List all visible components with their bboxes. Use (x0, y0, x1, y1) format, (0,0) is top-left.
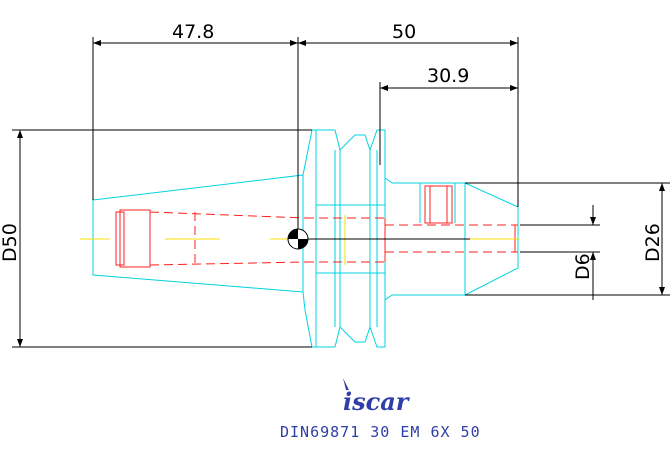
dim-length-right: 50 (392, 21, 416, 43)
dim-length-inner: 30.9 (427, 65, 469, 87)
centerline (80, 215, 520, 265)
hidden-lines (115, 209, 518, 268)
gauge-point-marker (287, 228, 309, 250)
dim-diameter-flange: D50 (0, 223, 21, 262)
brand-logo-text: iscar (343, 387, 411, 416)
dim-diameter-nose: D26 (642, 223, 664, 262)
dimension-lines (12, 37, 670, 348)
part-designation: DIN69871 30 EM 6X 50 (280, 423, 481, 441)
dim-length-left: 47.8 (172, 21, 214, 43)
dim-diameter-bore: D6 (572, 253, 594, 280)
brand-logo: iscar (343, 378, 411, 416)
